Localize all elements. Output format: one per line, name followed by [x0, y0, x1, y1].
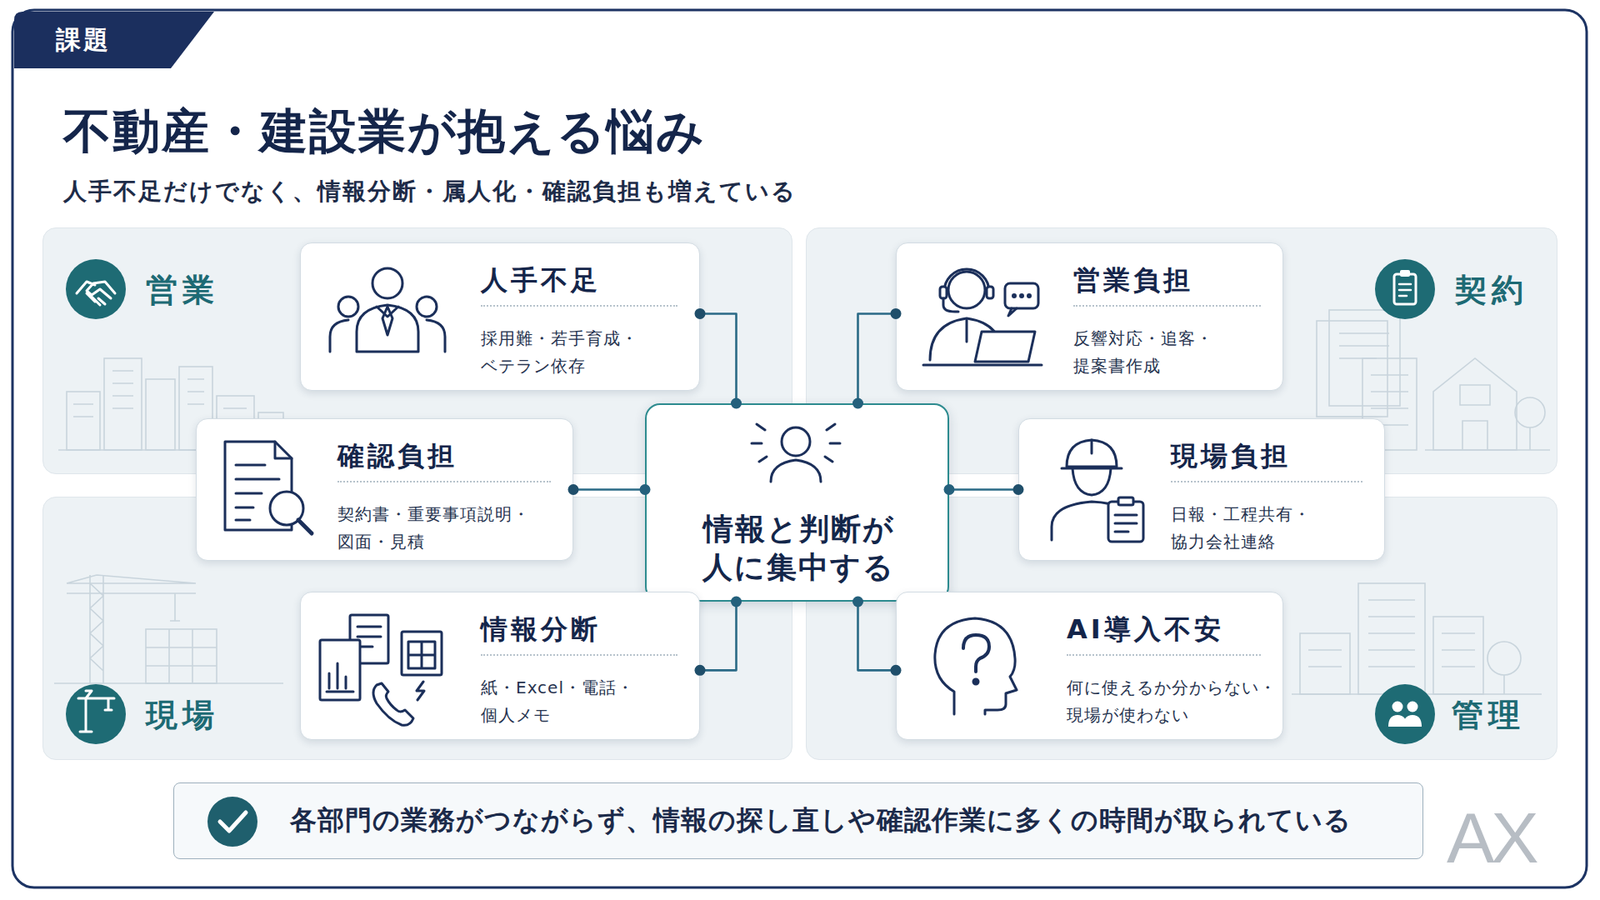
connector-group: [695, 308, 743, 410]
tag-background: [14, 11, 215, 69]
summary-text: 各部門の業務がつながらず、情報の探し直しや確認作業に多くの時間が取られている: [290, 783, 1352, 858]
connector-line: [573, 488, 645, 491]
connector-dot: [852, 398, 864, 410]
connector-dot: [695, 308, 706, 320]
frame-border: [12, 10, 1587, 888]
card-heading: 現場負担: [1170, 439, 1363, 483]
department-label: 営業: [145, 271, 220, 309]
connector-dot: [695, 665, 706, 676]
card-heading: 情報分断: [480, 612, 678, 656]
department-label: 現場: [145, 696, 220, 734]
central-text: 情報と判断が 人に集中する: [690, 510, 909, 587]
connector-line: [700, 313, 737, 404]
card-body: 紙・Excel・電話・ 個人メモ: [480, 674, 669, 730]
issue-card: 情報分断紙・Excel・電話・ 個人メモ: [300, 591, 700, 740]
page-subtitle: 人手不足だけでなく、情報分断・属人化・確認負担も増えている: [63, 176, 797, 207]
connector-group: [852, 308, 902, 410]
tag-label: 課題: [55, 11, 111, 69]
issue-card: AI導入不安何に使えるか分からない・ 現場が使わない: [895, 591, 1284, 740]
connector-group: [695, 596, 743, 676]
watermark: AX: [1446, 800, 1536, 875]
connector-dot: [852, 596, 864, 608]
connector-group: [852, 596, 902, 676]
connector-dot: [640, 484, 651, 495]
connector-line: [858, 313, 897, 404]
connector-dot: [730, 398, 742, 410]
central-issue-box: 情報と判断が 人に集中する: [645, 403, 950, 602]
connector-dot: [944, 484, 955, 495]
card-heading: AI導入不安: [1066, 612, 1261, 656]
department-label: 契約: [1455, 271, 1529, 309]
card-body: 採用難・若手育成・ ベテラン依存: [480, 325, 660, 380]
card-heading: 営業負担: [1073, 263, 1261, 307]
connector-dot: [890, 665, 902, 676]
card-body: 日報・工程共有・ 協力会社連絡: [1170, 500, 1332, 556]
page-title: 不動産・建設業が抱える悩み: [63, 101, 706, 160]
connector-group: [568, 484, 651, 495]
connector-line: [858, 601, 897, 670]
connector-dot: [730, 596, 742, 608]
card-heading: 人手不足: [480, 263, 678, 307]
connector-line: [949, 488, 1019, 491]
issue-card: 現場負担日報・工程共有・ 協力会社連絡: [1018, 418, 1385, 561]
card-heading: 確認負担: [337, 439, 551, 483]
connector-group: [944, 484, 1025, 495]
card-body: 契約書・重要事項説明・ 図面・見積: [337, 500, 551, 556]
issue-card: 営業負担反響対応・追客・ 提案書作成: [895, 242, 1284, 391]
issue-card: 確認負担契約書・重要事項説明・ 図面・見積: [195, 418, 574, 561]
connector-line: [700, 601, 737, 670]
connector-dot: [568, 484, 580, 495]
connector-dot: [1013, 484, 1025, 495]
issue-card: 人手不足採用難・若手育成・ ベテラン依存: [300, 242, 700, 391]
summary-banner: 各部門の業務がつながらず、情報の探し直しや確認作業に多くの時間が取られている: [173, 782, 1424, 860]
department-label: 管理: [1451, 696, 1525, 734]
card-body: 反響対応・追客・ 提案書作成: [1073, 325, 1235, 380]
tag-shape: [14, 11, 215, 69]
section-tag: 課題: [14, 11, 215, 69]
connector-dot: [890, 308, 902, 320]
card-body: 何に使えるか分からない・ 現場が使わない: [1066, 674, 1296, 730]
